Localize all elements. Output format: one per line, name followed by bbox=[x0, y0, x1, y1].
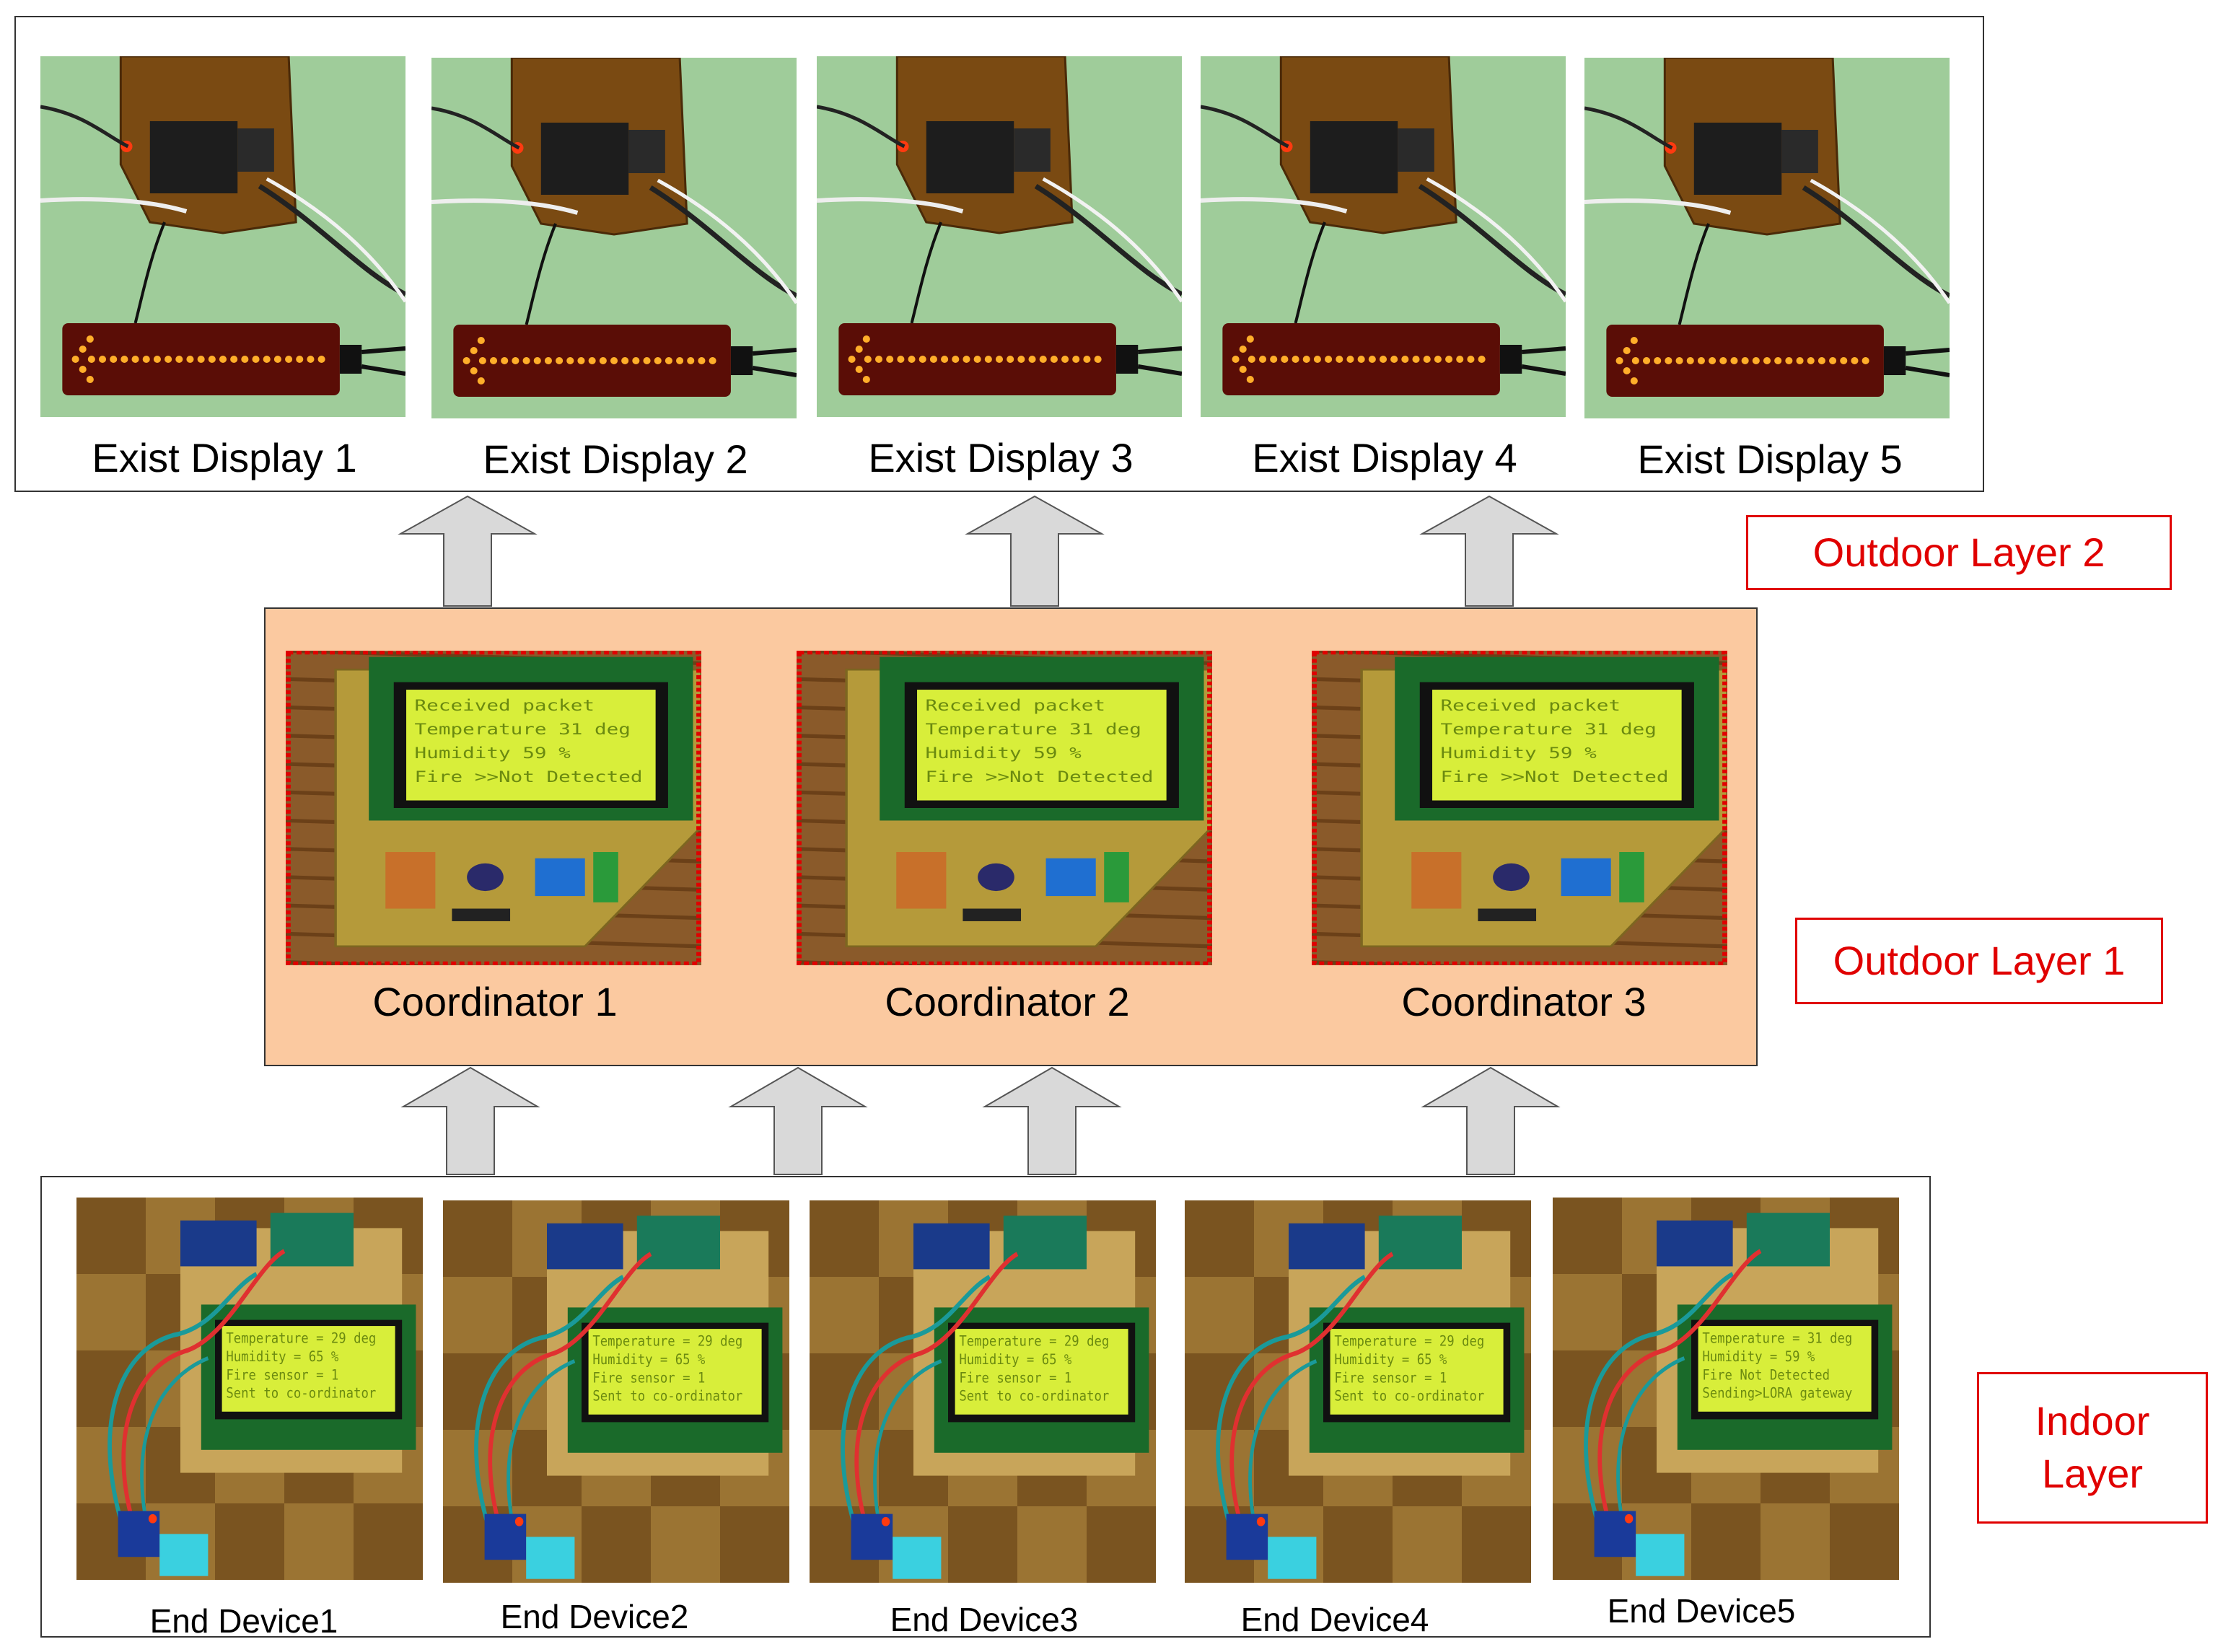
up-arrow bbox=[400, 1066, 540, 1175]
up-arrow bbox=[982, 1066, 1122, 1175]
outdoor-layer-2-label: Outdoor Layer 2 bbox=[1746, 515, 2172, 590]
indoor-layer-label-line1: Indoor bbox=[2035, 1398, 2150, 1444]
svg-text:Fire sensor = 1: Fire sensor = 1 bbox=[592, 1371, 705, 1387]
svg-text:Temperature 31 deg: Temperature 31 deg bbox=[926, 720, 1141, 738]
svg-text:Fire Not Detected: Fire Not Detected bbox=[1702, 1368, 1830, 1384]
exit-display-caption: Exist Display 5 bbox=[1637, 436, 1903, 482]
exit-display-caption: Exist Display 2 bbox=[483, 436, 748, 482]
svg-text:Fire sensor = 1: Fire sensor = 1 bbox=[226, 1368, 338, 1384]
exit-display-photo bbox=[1201, 56, 1566, 417]
exit-display-photo bbox=[1584, 58, 1950, 418]
exit-display-photo bbox=[817, 56, 1182, 417]
coordinator-caption: Coordinator 2 bbox=[885, 979, 1130, 1024]
svg-text:Humidity = 65 %: Humidity = 65 % bbox=[592, 1352, 705, 1368]
end-device-caption: End Device2 bbox=[500, 1598, 689, 1635]
svg-text:Temperature 31 deg: Temperature 31 deg bbox=[1441, 720, 1657, 738]
svg-text:Humidity = 65 %: Humidity = 65 % bbox=[959, 1352, 1071, 1368]
up-arrow bbox=[728, 1066, 868, 1175]
exit-display-caption: Exist Display 3 bbox=[868, 435, 1134, 480]
exit-display-caption: Exist Display 1 bbox=[92, 435, 357, 480]
svg-text:Temperature = 29 deg: Temperature = 29 deg bbox=[226, 1331, 376, 1347]
outdoor-layer-1-label: Outdoor Layer 1 bbox=[1795, 918, 2163, 1004]
svg-text:Humidity = 59 %: Humidity = 59 % bbox=[1702, 1349, 1815, 1365]
svg-text:Temperature 31 deg: Temperature 31 deg bbox=[415, 720, 631, 738]
up-arrow bbox=[398, 495, 538, 607]
svg-text:Received packet: Received packet bbox=[415, 696, 595, 714]
coordinator-caption: Coordinator 1 bbox=[372, 979, 618, 1024]
svg-text:Fire sensor = 1: Fire sensor = 1 bbox=[1334, 1371, 1447, 1387]
svg-text:Humidity = 65 %: Humidity = 65 % bbox=[226, 1349, 338, 1365]
svg-text:Humidity = 65 %: Humidity = 65 % bbox=[1334, 1352, 1447, 1368]
up-arrow bbox=[1421, 1066, 1561, 1175]
svg-text:Fire sensor = 1: Fire sensor = 1 bbox=[959, 1371, 1071, 1387]
end-device-caption: End Device4 bbox=[1240, 1601, 1429, 1638]
end-device-caption: End Device1 bbox=[149, 1602, 338, 1640]
up-arrow bbox=[965, 495, 1105, 607]
svg-text:Received packet: Received packet bbox=[926, 696, 1105, 714]
coordinator-caption: Coordinator 3 bbox=[1401, 979, 1647, 1024]
svg-text:Fire >>Not Detected: Fire >>Not Detected bbox=[415, 768, 643, 786]
svg-text:Sending>LORA gateway: Sending>LORA gateway bbox=[1702, 1386, 1852, 1402]
svg-text:Fire >>Not Detected: Fire >>Not Detected bbox=[1441, 768, 1669, 786]
svg-text:Received packet: Received packet bbox=[1441, 696, 1621, 714]
svg-text:Humidity 59 %: Humidity 59 % bbox=[1441, 744, 1597, 762]
svg-text:Sent to co-ordinator: Sent to co-ordinator bbox=[592, 1389, 742, 1405]
indoor-layer-label-line2: Layer bbox=[2041, 1451, 2144, 1496]
svg-text:Sent to co-ordinator: Sent to co-ordinator bbox=[1334, 1389, 1484, 1405]
svg-text:Temperature = 29 deg: Temperature = 29 deg bbox=[959, 1334, 1109, 1350]
svg-text:Humidity 59 %: Humidity 59 % bbox=[415, 744, 571, 762]
exit-display-caption: Exist Display 4 bbox=[1252, 435, 1517, 480]
svg-text:Sent to co-ordinator: Sent to co-ordinator bbox=[226, 1386, 376, 1402]
exit-display-photo bbox=[40, 56, 405, 417]
svg-text:Fire >>Not Detected: Fire >>Not Detected bbox=[926, 768, 1154, 786]
up-arrow bbox=[1419, 495, 1559, 607]
svg-text:Temperature = 31 deg: Temperature = 31 deg bbox=[1702, 1331, 1852, 1347]
svg-text:Sent to co-ordinator: Sent to co-ordinator bbox=[959, 1389, 1109, 1405]
svg-text:Temperature = 29 deg: Temperature = 29 deg bbox=[1334, 1334, 1484, 1350]
end-device-caption: End Device3 bbox=[890, 1601, 1079, 1638]
svg-text:Temperature = 29 deg: Temperature = 29 deg bbox=[592, 1334, 742, 1350]
svg-text:Humidity 59 %: Humidity 59 % bbox=[926, 744, 1082, 762]
end-device-caption: End Device5 bbox=[1607, 1592, 1796, 1630]
exit-display-photo bbox=[431, 58, 797, 418]
